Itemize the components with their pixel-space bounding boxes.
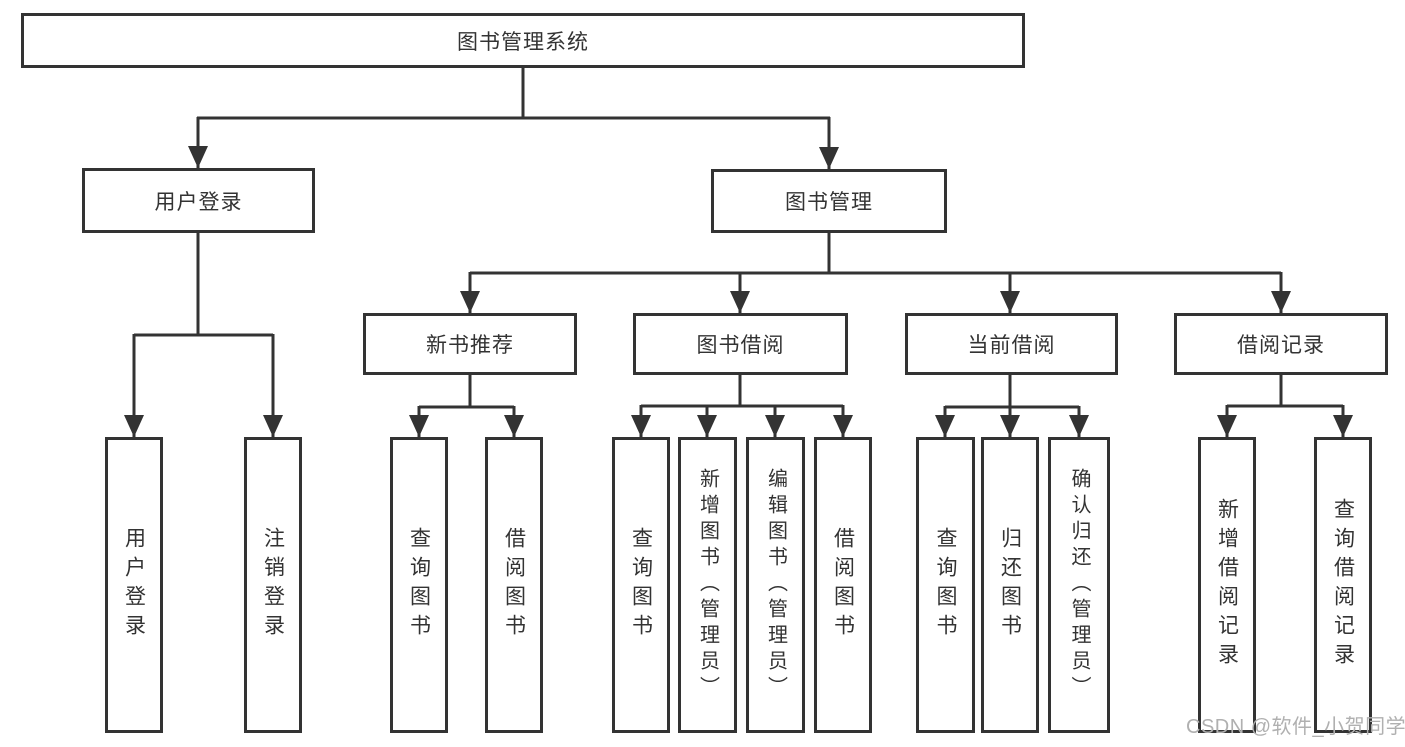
node-book-borrowing-label: 图书借阅	[696, 334, 785, 357]
node-nbr-query-books-label: 查询图书	[407, 527, 431, 643]
node-bb-borrow-books-label: 借阅图书	[831, 527, 855, 643]
node-br-add-record-label: 新增借阅记录	[1215, 498, 1239, 672]
node-user-login-label: 用户登录	[122, 527, 146, 643]
node-bb-add-books-admin: 新增图书（管理员）	[678, 437, 737, 733]
node-bb-query-books-label: 查询图书	[629, 527, 653, 643]
node-br-query-record: 查询借阅记录	[1314, 437, 1372, 733]
node-nbr-borrow-books-label: 借阅图书	[502, 527, 526, 643]
connector-lines	[132, 68, 1345, 437]
node-cb-query-books: 查询图书	[916, 437, 975, 733]
node-user-login-branch: 用户登录	[82, 168, 315, 233]
node-borrowing-records-label: 借阅记录	[1237, 334, 1325, 357]
arrowhead-icons	[124, 146, 1353, 437]
node-logout-login: 注销登录	[244, 437, 302, 733]
node-nbr-query-books: 查询图书	[390, 437, 448, 733]
node-bb-borrow-books: 借阅图书	[814, 437, 872, 733]
node-book-management-label: 图书管理	[785, 191, 873, 214]
node-cb-query-books-label: 查询图书	[934, 527, 957, 643]
node-br-query-record-label: 查询借阅记录	[1331, 498, 1355, 672]
node-bb-edit-books-admin-label: 编辑图书（管理员）	[764, 468, 787, 702]
csdn-watermark: CSDN @软件_小贺同学	[1186, 716, 1405, 738]
node-logout-login-label: 注销登录	[261, 527, 285, 643]
node-cb-return-books-label: 归还图书	[998, 527, 1022, 643]
node-book-borrowing: 图书借阅	[633, 313, 848, 375]
node-br-add-record: 新增借阅记录	[1198, 437, 1256, 733]
node-bb-edit-books-admin: 编辑图书（管理员）	[746, 437, 805, 733]
node-cb-confirm-return-admin: 确认归还（管理员）	[1048, 437, 1110, 733]
node-nbr-borrow-books: 借阅图书	[485, 437, 543, 733]
node-user-login-branch-label: 用户登录	[154, 190, 243, 214]
node-user-login: 用户登录	[105, 437, 163, 733]
node-new-book-recommend: 新书推荐	[363, 313, 577, 375]
node-bb-add-books-admin-label: 新增图书（管理员）	[696, 468, 719, 702]
node-cb-confirm-return-admin-label: 确认归还（管理员）	[1068, 468, 1090, 702]
node-cb-return-books: 归还图书	[981, 437, 1039, 733]
node-book-management: 图书管理	[711, 169, 947, 233]
node-borrowing-records: 借阅记录	[1174, 313, 1388, 375]
node-current-borrowing: 当前借阅	[905, 313, 1118, 375]
node-root-label: 图书管理系统	[457, 30, 589, 54]
node-current-borrowing-label: 当前借阅	[967, 334, 1056, 357]
node-bb-query-books: 查询图书	[612, 437, 670, 733]
node-root: 图书管理系统	[21, 13, 1025, 68]
node-new-book-recommend-label: 新书推荐	[426, 334, 514, 357]
